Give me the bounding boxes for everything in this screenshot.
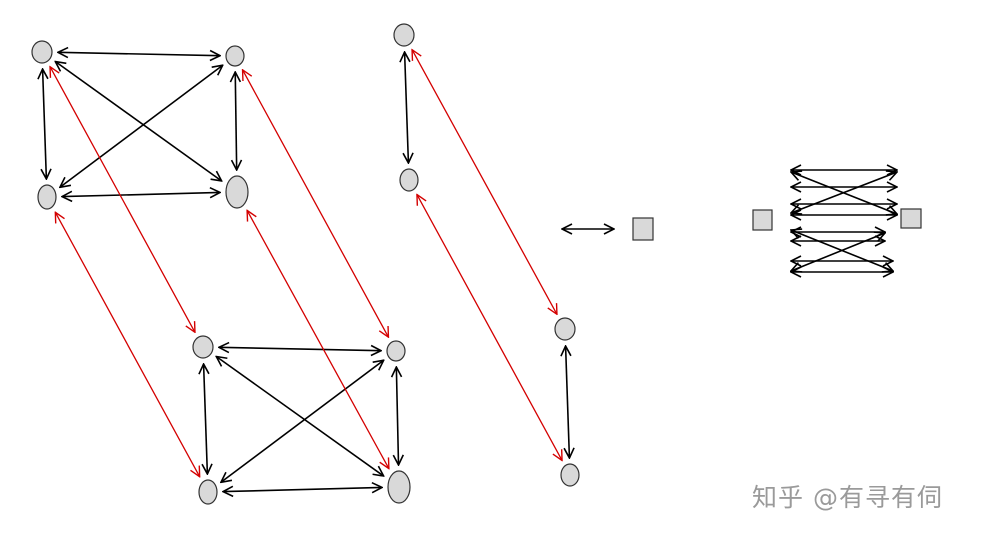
edge-a2-a3 [60, 65, 223, 187]
edge-b1-b4 [216, 357, 383, 477]
edge-a1-a3 [43, 69, 47, 179]
node-b4 [387, 470, 411, 504]
bundle-arrow-12 [791, 233, 885, 271]
left-box [752, 209, 773, 231]
edge-a1-a2 [58, 52, 220, 55]
edge-c1-c2 [405, 52, 409, 163]
watermark-text: 知乎 @有寻有伺 [752, 483, 943, 512]
standalone-box [632, 217, 654, 241]
edge-d1-d2 [566, 346, 570, 458]
node-c1 [393, 23, 415, 47]
edge-b1-b3 [204, 364, 208, 474]
bundle-arrow-10 [791, 172, 897, 213]
right-box [900, 208, 922, 229]
edge-b3-b4 [223, 487, 382, 491]
edge-b2-b3 [221, 360, 384, 482]
node-b3 [198, 479, 218, 505]
node-a4 [225, 175, 249, 209]
node-a3 [37, 184, 57, 210]
red-edge-c2-d2 [417, 195, 562, 461]
red-edge-c1-d1 [412, 50, 557, 315]
red-edge-a1-b1 [50, 67, 195, 333]
red-edge-a4-b4 [247, 210, 389, 468]
node-d1 [554, 317, 576, 341]
red-edge-a3-b3 [55, 212, 199, 476]
node-b2 [386, 340, 406, 362]
node-a2 [225, 45, 245, 67]
node-c2 [399, 168, 419, 192]
node-d2 [560, 463, 580, 487]
node-b1 [192, 335, 214, 359]
edge-a3-a4 [62, 192, 220, 196]
edge-a2-a4 [235, 72, 236, 170]
red-edge-a2-b2 [243, 70, 389, 337]
node-a1 [31, 40, 53, 64]
edge-b2-b4 [396, 367, 398, 465]
edge-b1-b2 [219, 347, 381, 350]
